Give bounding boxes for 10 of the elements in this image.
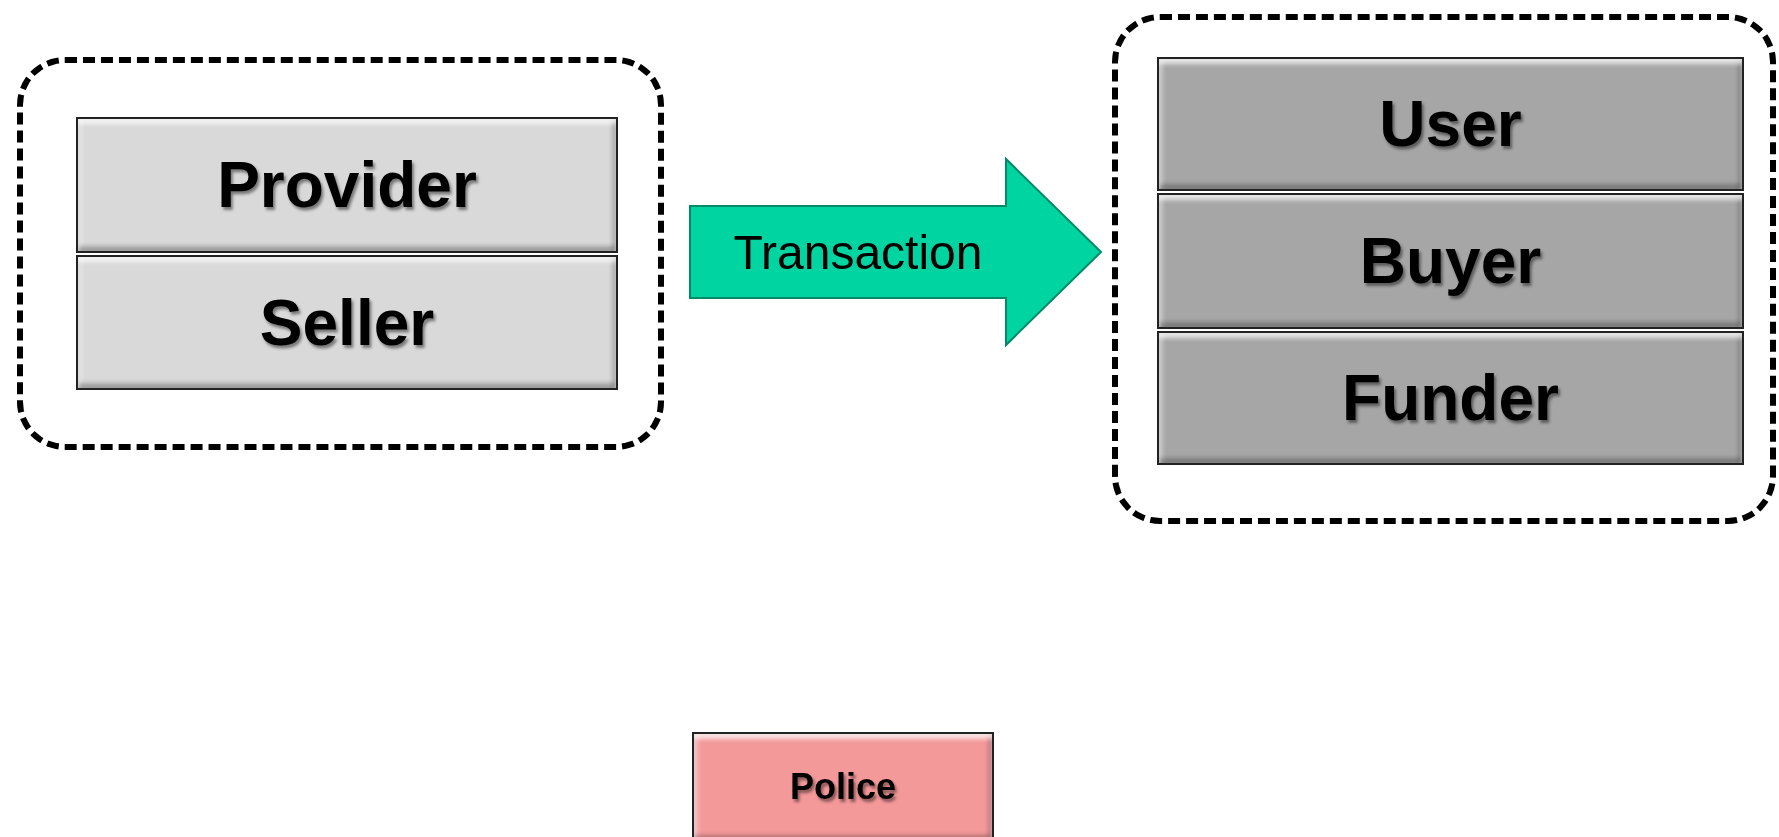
role-box: Seller [76, 255, 618, 390]
dashed-group-box [1112, 14, 1776, 524]
role-box: User [1157, 57, 1744, 191]
edge-label: Transaction [733, 224, 983, 280]
role-box: Police [692, 732, 994, 837]
block-arrow [689, 156, 1103, 348]
role-box: Funder [1157, 331, 1744, 465]
dashed-group-box [17, 57, 664, 450]
role-box: Buyer [1157, 193, 1744, 329]
role-box: Provider [76, 117, 618, 253]
